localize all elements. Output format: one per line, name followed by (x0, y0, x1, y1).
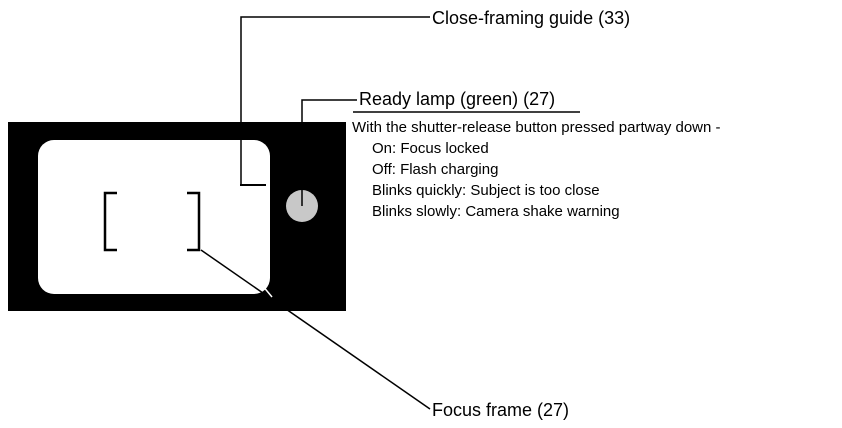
viewfinder-window (38, 140, 270, 294)
focus-frame-label: Focus frame (27) (432, 400, 570, 420)
ready-lamp-label: Ready lamp (green) (27) (359, 89, 556, 109)
ready-lamp-state: Off: Flash charging (372, 161, 499, 178)
ready-lamp-description-intro: With the shutter-release button pressed … (352, 119, 721, 136)
close-framing-leader-line (240, 16, 430, 185)
close-framing-guide-label: Close-framing guide (33) (432, 8, 631, 28)
focus-frame-leader-line (200, 249, 431, 410)
housing-corner-line (261, 284, 273, 298)
ready-lamp-description: With the shutter-release button pressed … (352, 117, 721, 222)
ready-lamp-leader-line (301, 99, 357, 206)
ready-lamp-state: Blinks quickly: Subject is too close (372, 182, 600, 199)
ready-lamp-state: On: Focus locked (372, 140, 489, 157)
focus-frame-right-bracket (187, 191, 201, 252)
ready-lamp-state: Blinks slowly: Camera shake warning (372, 203, 620, 220)
focus-frame-left-bracket (103, 191, 117, 252)
